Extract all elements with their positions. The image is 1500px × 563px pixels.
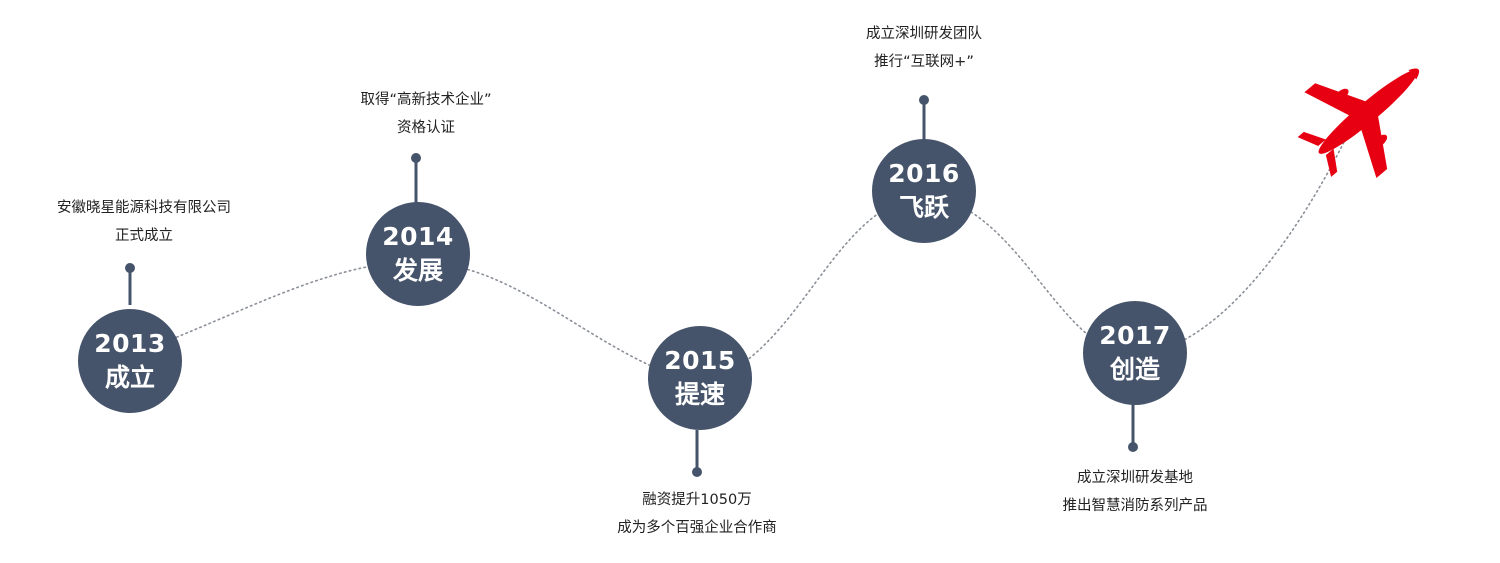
note-line: 融资提升1050万 (642, 492, 752, 508)
milestone-2014: 2014 发展 (366, 202, 470, 306)
airplane-icon (1297, 68, 1420, 179)
milestone-stage: 发展 (392, 256, 443, 285)
milestone-year: 2017 (1099, 321, 1171, 350)
connector-dot-2015 (692, 467, 702, 477)
milestone-note-2016: 成立深圳研发团队 推行“互联网+” (774, 20, 1074, 76)
milestone-year: 2013 (94, 329, 166, 358)
milestone-2017: 2017 创造 (1083, 301, 1187, 405)
note-line: 资格认证 (397, 120, 455, 136)
milestone-year: 2014 (382, 222, 454, 251)
milestone-note-2015: 融资提升1050万 成为多个百强企业合作商 (547, 486, 847, 542)
milestone-2013: 2013 成立 (78, 309, 182, 413)
note-line: 成为多个百强企业合作商 (617, 520, 777, 536)
connector-dot-2017 (1128, 442, 1138, 452)
milestone-2015: 2015 提速 (648, 326, 752, 430)
milestone-year: 2015 (664, 346, 736, 375)
note-line: 正式成立 (115, 228, 173, 244)
note-line: 成立深圳研发基地 (1077, 470, 1193, 486)
connector-dot-2014 (411, 153, 421, 163)
note-line: 推出智慧消防系列产品 (1062, 498, 1208, 514)
note-line: 取得“高新技术企业” (360, 92, 492, 108)
milestone-note-2017: 成立深圳研发基地 推出智慧消防系列产品 (985, 464, 1285, 520)
note-line: 推行“互联网+” (874, 54, 974, 70)
milestone-stage: 飞跃 (898, 193, 949, 222)
note-line: 安徽晓星能源科技有限公司 (57, 200, 231, 216)
milestone-stage: 创造 (1109, 355, 1160, 384)
note-line: 成立深圳研发团队 (866, 26, 982, 42)
milestone-2016: 2016 飞跃 (872, 139, 976, 243)
connector-dot-2013 (125, 263, 135, 273)
milestone-stage: 成立 (104, 363, 155, 392)
milestone-note-2014: 取得“高新技术企业” 资格认证 (276, 86, 576, 142)
milestone-note-2013: 安徽晓星能源科技有限公司 正式成立 (0, 194, 294, 250)
connector-dot-2016 (919, 95, 929, 105)
milestone-stage: 提速 (674, 380, 725, 409)
milestone-year: 2016 (888, 159, 960, 188)
